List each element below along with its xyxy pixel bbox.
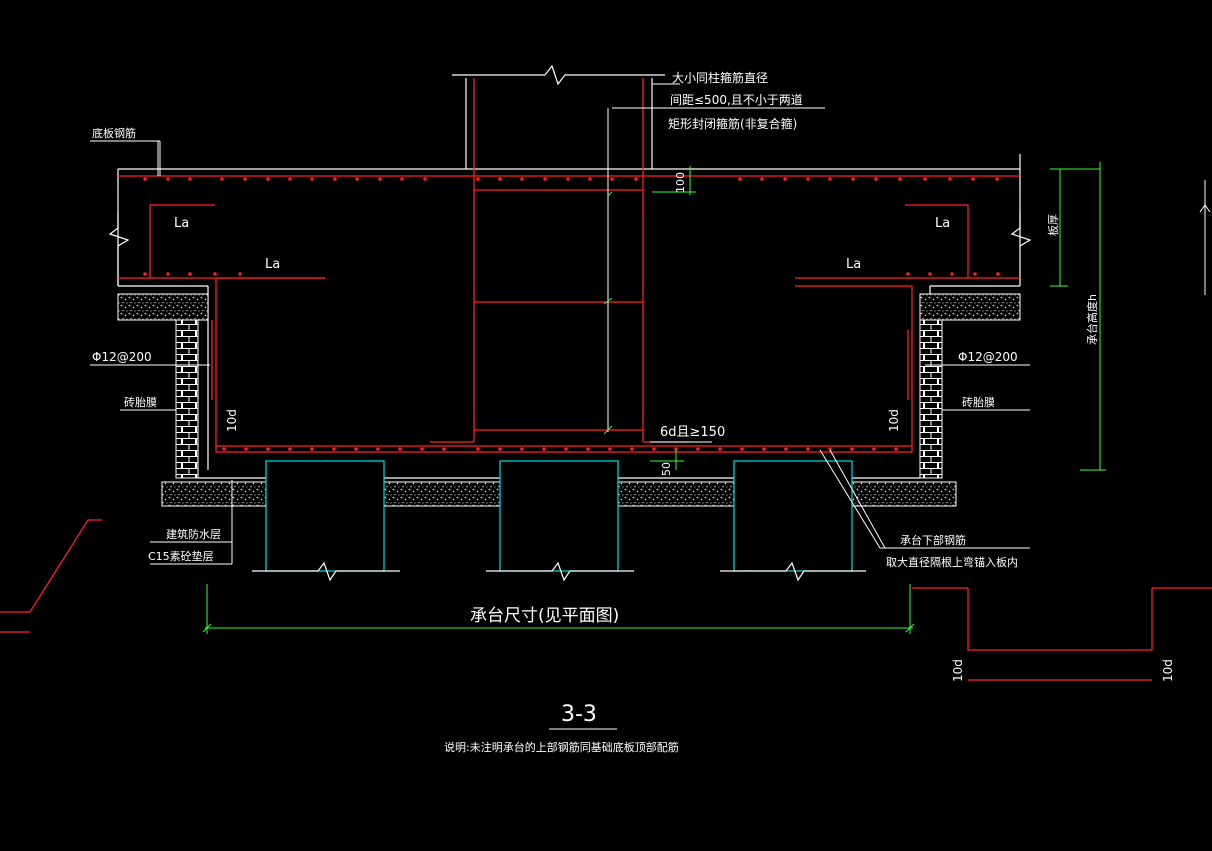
detail-ten-d-left-label: 10d [951,659,965,682]
left-brick-wall [175,319,199,479]
dimension-lines [202,162,1106,634]
pile-1 [252,460,400,582]
ten-d-right-label: 10d [887,409,901,432]
section-title: 3-3 [561,702,597,727]
rebar [0,78,1212,681]
c15-label: C15素砼垫层 [148,549,214,563]
dim-100-label: 100 [674,172,687,193]
la-top-left-label: La [174,216,189,231]
rebar-dots [143,177,1000,451]
cap-height-label: 承台高度h [1085,294,1099,345]
column-rebar-dia-label: 大小同柱箍筋直径 [672,70,768,85]
la-mid-right-label: La [846,257,861,272]
six-d-label: 6d且≥150 [660,425,725,440]
brick-right-label: 砖胎膜 [962,395,995,409]
la-top-right-label: La [935,216,950,231]
ten-d-left-label: 10d [225,409,239,432]
dim-50-label: 50 [660,462,673,476]
closed-stirrup-label: 矩形封闭箍筋(非复合箍) [668,116,797,131]
la-mid-left-label: La [265,257,280,272]
bottom-rebar-note-label: 取大直径隔根上弯锚入板内 [886,555,1018,569]
left-top-gravel [117,293,209,321]
rebar-right-label: Φ12@200 [958,350,1018,364]
drawing-note: 说明:未注明承台的上部钢筋同基础底板顶部配筋 [444,740,679,754]
piles [252,460,866,582]
cap-size-label: 承台尺寸(见平面图) [470,606,619,626]
edge-marker [1199,180,1211,295]
rebar-left-label: Φ12@200 [92,350,152,364]
right-top-gravel [919,293,1021,321]
right-brick-wall [919,319,943,479]
waterproof-label: 建筑防水层 [166,527,221,541]
bottom-rebar-label: 承台下部钢筋 [900,533,966,547]
bottom-slab-rebar-label: 底板钢筋 [92,126,136,140]
leader-lines [90,83,1030,565]
pile-2 [486,460,634,582]
slab-thickness-label: 板厚 [1046,214,1060,236]
spacing-note-label: 间距≤500,且不小于两道 [670,93,803,107]
annotations: 大小同柱箍筋直径 间距≤500,且不小于两道 矩形封闭箍筋(非复合箍) 底板钢筋… [92,70,1175,754]
pile-3 [720,460,866,582]
brick-left-label: 砖胎膜 [124,395,157,409]
detail-ten-d-right-label: 10d [1161,659,1175,682]
